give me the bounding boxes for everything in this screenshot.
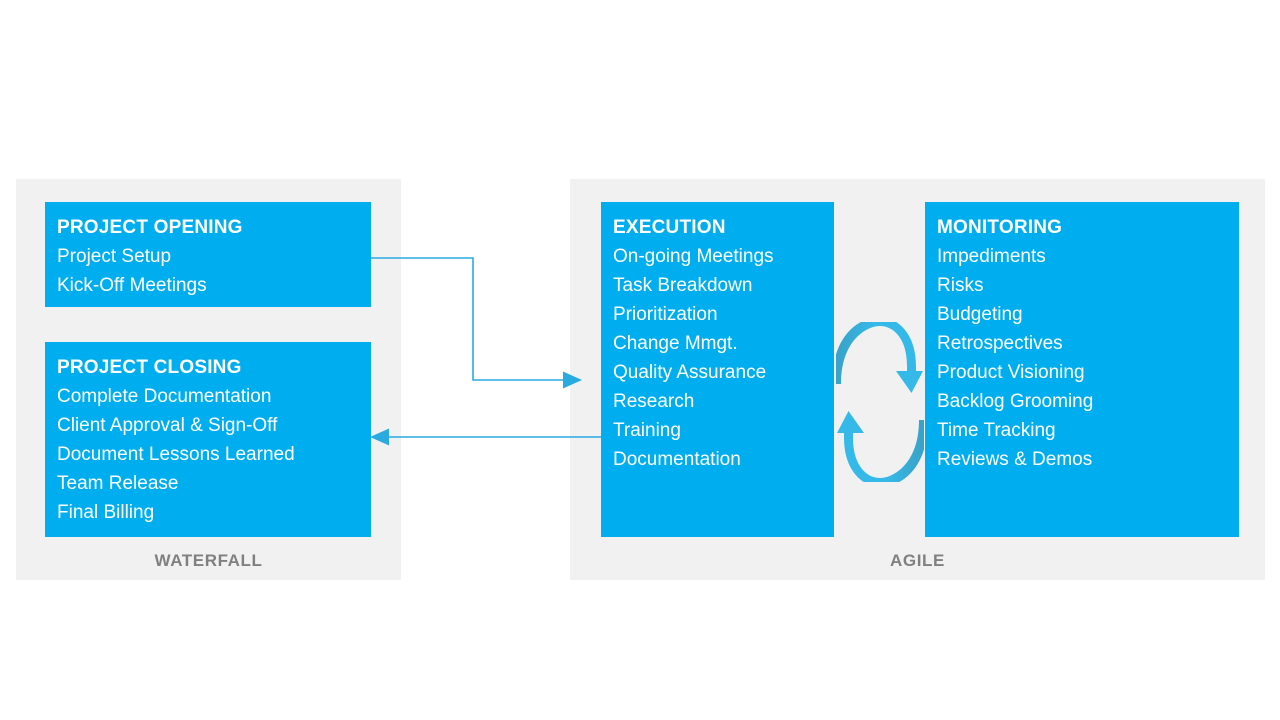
card-items-project-opening: Project Setup Kick-Off Meetings: [57, 242, 359, 300]
list-item: Project Setup: [57, 246, 172, 267]
list-item: Product Visioning: [937, 362, 1085, 383]
circular-cycle-arrows-icon: [836, 322, 924, 482]
panel-label-agile: AGILE: [890, 551, 945, 570]
card-project-opening[interactable]: PROJECT OPENING Project Setup Kick-Off M…: [45, 202, 371, 307]
list-item: Team Release: [57, 473, 179, 494]
list-item: Prioritization: [613, 304, 718, 325]
list-item: Complete Documentation: [57, 386, 272, 407]
card-title-execution: EXECUTION: [613, 217, 726, 238]
list-item: Budgeting: [937, 304, 1023, 325]
list-item: Kick-Off Meetings: [57, 275, 207, 296]
list-item: Training: [613, 420, 681, 441]
list-item: Client Approval & Sign-Off: [57, 415, 278, 436]
list-item: Retrospectives: [937, 333, 1063, 354]
panel-label-waterfall: WATERFALL: [154, 551, 263, 570]
list-item: Change Mmgt.: [613, 333, 738, 354]
list-item: On-going Meetings: [613, 246, 774, 267]
cycle-arrow-bottom: [837, 411, 924, 482]
list-item: Backlog Grooming: [937, 391, 1094, 412]
list-item: Research: [613, 391, 695, 412]
list-item: Time Tracking: [937, 420, 1056, 441]
list-item: Documentation: [613, 449, 741, 470]
cycle-arrow-top: [836, 322, 923, 393]
card-title-project-opening: PROJECT OPENING: [57, 217, 243, 238]
straight-arrow-left-icon: [370, 428, 601, 446]
list-item: Task Breakdown: [613, 275, 753, 296]
card-title-monitoring: MONITORING: [937, 217, 1063, 238]
list-item: Risks: [937, 275, 984, 296]
card-title-project-closing: PROJECT CLOSING: [57, 357, 242, 378]
card-project-closing[interactable]: PROJECT CLOSING Complete Documentation C…: [45, 342, 371, 537]
list-item: Impediments: [937, 246, 1046, 267]
card-items-project-closing: Complete Documentation Client Approval &…: [57, 382, 359, 527]
list-item: Final Billing: [57, 502, 155, 523]
card-execution[interactable]: EXECUTION On-going Meetings Task Breakdo…: [601, 202, 834, 537]
card-items-execution: On-going Meetings Task Breakdown Priorit…: [613, 242, 822, 474]
elbow-arrow-right-icon: [371, 257, 582, 389]
list-item: Quality Assurance: [613, 362, 767, 383]
card-monitoring[interactable]: MONITORING Impediments Risks Budgeting R…: [925, 202, 1239, 537]
list-item: Document Lessons Learned: [57, 444, 295, 465]
list-item: Reviews & Demos: [937, 449, 1093, 470]
card-items-monitoring: Impediments Risks Budgeting Retrospectiv…: [937, 242, 1227, 474]
